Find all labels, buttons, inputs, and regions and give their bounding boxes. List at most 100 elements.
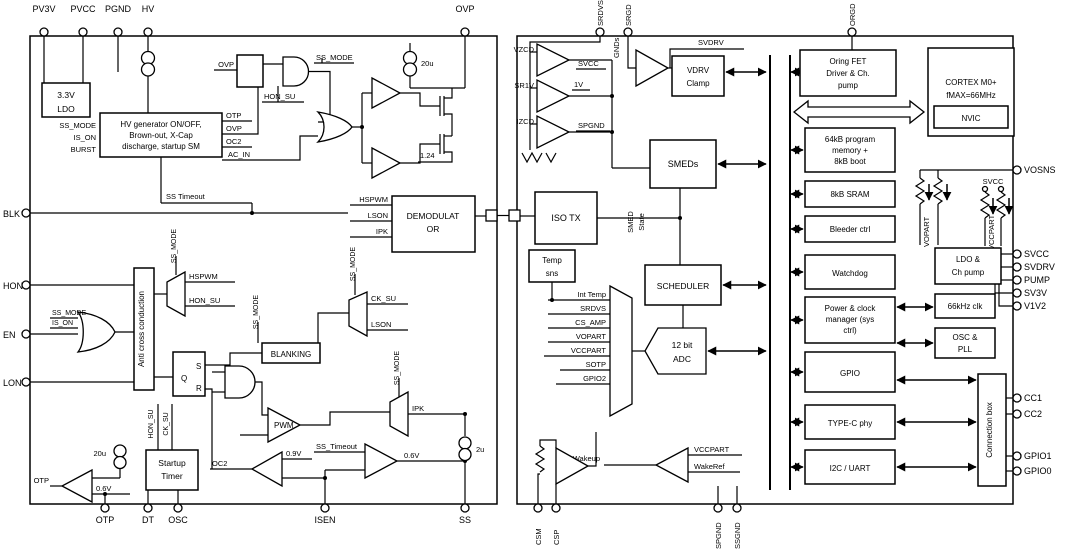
ldo-line1: 3.3V	[57, 90, 75, 100]
signal-vzcd: VZCD	[514, 45, 535, 54]
sram-label: 8kB SRAM	[830, 190, 869, 199]
pin-label-hon: HON	[3, 281, 23, 291]
or-gate-driver	[316, 111, 353, 143]
latch-q-label: Q	[181, 374, 187, 383]
osc-pll-line2: PLL	[958, 345, 973, 354]
sr1v-comparator-icon	[536, 78, 571, 114]
adc-box	[644, 327, 707, 375]
pin-sv3v	[1012, 288, 1022, 298]
typec-label: TYPE-C phy	[828, 419, 872, 428]
pin-label-blk: BLK	[3, 209, 20, 219]
typec-phy-box	[804, 404, 896, 440]
pin-isen	[320, 503, 330, 513]
pwr-line2: manager (sys	[826, 315, 874, 324]
pin-label-dt: DT	[142, 515, 154, 525]
wakeup-comparator-icon	[654, 446, 689, 484]
bleeder-ctrl-box	[804, 215, 896, 243]
signal-svdrv: SVDRV	[698, 38, 724, 47]
pin-otp	[100, 503, 110, 513]
ldo-3v3-box	[41, 82, 91, 118]
pin-label-pv3v: PV3V	[32, 4, 55, 14]
pin-label-gpio1: GPIO1	[1024, 451, 1052, 461]
oring-line1: Oring FET	[830, 57, 867, 66]
pin-label-srdvs: SRDVS	[596, 0, 605, 26]
pin-label-en: EN	[3, 330, 16, 340]
signal-vccpart-divider: VCCPART	[987, 214, 996, 250]
izcd-comparator-icon	[536, 114, 571, 150]
pwr-line1: Power & clock	[825, 304, 877, 313]
i2c-uart-box	[804, 449, 896, 485]
scheduler-box	[644, 264, 722, 306]
iso-tx-label: ISO TX	[551, 213, 580, 223]
pin-label-spgnd: SPGND	[714, 522, 723, 549]
value-0v6: 0.6V	[404, 451, 419, 460]
signal-ovp: OVP	[226, 124, 242, 133]
signal-is-on: IS_ON	[73, 133, 96, 142]
vdrv-clamp-box	[671, 55, 725, 97]
current-source-20u-bottom-icon	[113, 455, 127, 470]
highside-buffer-icon	[371, 76, 402, 110]
bleeder-label: Bleeder ctrl	[830, 225, 871, 234]
signal-vccpart-wakeup: VCCPART	[694, 445, 730, 454]
pin-pvcc	[78, 27, 88, 37]
pin-spgnd	[713, 503, 723, 513]
signal-ac-in: AC_IN	[228, 150, 250, 159]
cs-amp-icon	[555, 446, 590, 486]
signal-lson: LSON	[371, 320, 391, 329]
clk-66khz-box	[934, 293, 996, 319]
ldo-chpump-line1: LDO &	[956, 255, 981, 264]
signal-ipk: IPK	[412, 404, 424, 413]
signal-ovp-latch: OVP	[218, 60, 234, 69]
signal-ss-mode: SS_MODE	[350, 247, 357, 282]
current-source-20u-bottom-icon	[113, 444, 127, 458]
signal-ck-su: CK_SU	[371, 294, 396, 303]
current-source-2u-icon	[458, 447, 472, 462]
pin-svdrv	[1012, 262, 1022, 272]
signal-hspwm: HSPWM	[189, 272, 218, 281]
pin-label-pgnd: PGND	[105, 4, 132, 14]
pwr-line3: ctrl)	[843, 326, 857, 335]
ss-timeout-comparator-icon	[364, 442, 399, 480]
hvgen-line1: HV generator ON/OFF,	[120, 120, 201, 129]
anti-cross-label: Anti cross conduction	[137, 291, 146, 367]
signal-oc2: OC2	[226, 137, 241, 146]
pin-srgd	[623, 27, 633, 37]
clk-label: 66kHz clk	[948, 302, 984, 311]
pin-label-hv: HV	[142, 4, 155, 14]
signal-svcc-ref: SVCC	[578, 59, 599, 68]
memory-line1: 64kB program	[825, 135, 876, 144]
pin-cc2	[1012, 409, 1022, 419]
pin-vosns	[1012, 165, 1022, 175]
signal-vccpart: VCCPART	[571, 346, 607, 355]
latch-s-label: S	[196, 362, 201, 371]
pin-label-pvcc: PVCC	[70, 4, 96, 14]
current-source-2u-icon	[458, 436, 472, 450]
pin-label-cc2: CC2	[1024, 409, 1042, 419]
pin-label-csp: CSP	[552, 530, 561, 545]
secondary-side-block: SRDVS SRGD ORGD CSM CSP SPGND SSGND VOSN…	[497, 0, 1056, 549]
signal-sr1v: SR1V	[514, 81, 534, 90]
anti-cross-conduction-box	[133, 267, 155, 391]
pin-csm	[533, 503, 543, 513]
memory-line3: 8kB boot	[834, 157, 866, 166]
vdrv-clamp-line1: VDRV	[687, 66, 710, 75]
cortex-line1: CORTEX M0+	[945, 78, 997, 87]
pin-en	[21, 329, 31, 339]
pin-label-orgd: ORGD	[848, 3, 857, 26]
otp-comparator-icon	[60, 468, 93, 504]
signal-hon-su: HON_SU	[264, 92, 295, 101]
pin-label-osc: OSC	[168, 515, 188, 525]
pin-label-csm: CSM	[534, 528, 543, 545]
temp-sns-line1: Temp	[542, 256, 562, 265]
program-memory-box	[804, 127, 896, 173]
isolation-coupler-icon	[508, 209, 521, 222]
blanking-label: BLANKING	[271, 350, 311, 359]
demodulator-box	[391, 195, 476, 253]
sr-latch-box	[172, 351, 206, 397]
pin-label-otp-bottom: OTP	[96, 515, 115, 525]
pin-label-vosns: VOSNS	[1024, 165, 1056, 175]
signal-ipk: IPK	[376, 227, 388, 236]
adc-line2: ADC	[673, 354, 691, 364]
signal-oc2: OC2	[212, 459, 227, 468]
